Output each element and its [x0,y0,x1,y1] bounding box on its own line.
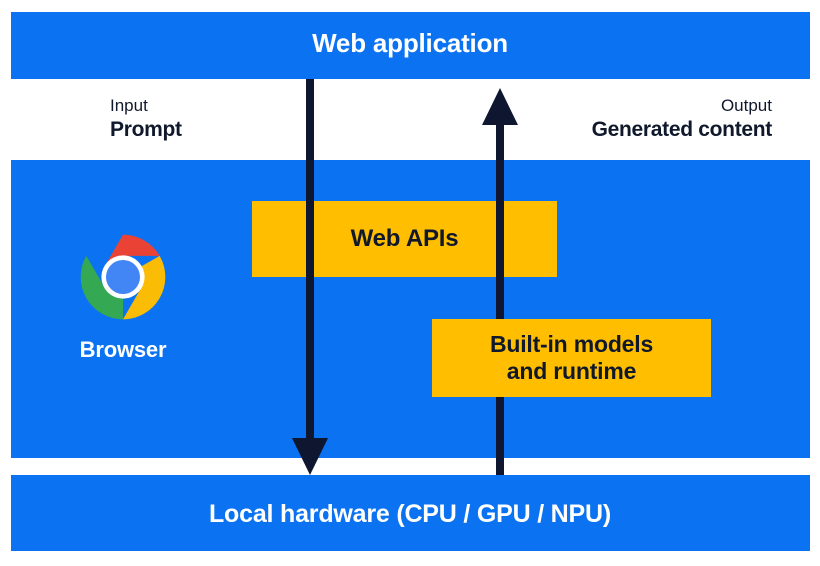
input-kicker: Input [110,96,148,115]
input-value: Prompt [110,117,182,141]
output-annotation: Output Generated content [591,96,773,142]
layer-web-application [11,12,810,79]
arrow-down-shaft [306,79,314,438]
output-kicker: Output [720,96,772,115]
arrow-down-icon [292,438,328,475]
browser-identity: Browser [77,231,169,363]
browser-label: Browser [79,337,167,362]
arrow-up-shaft [496,121,504,475]
box-built-in-line-2: and runtime [506,358,637,384]
chrome-logo-icon [80,234,166,320]
web-application-label: Web application [312,28,508,58]
layer-local-hardware [11,475,810,551]
local-hardware-label: Local hardware (CPU / GPU / NPU) [208,500,611,528]
box-built-in-models: Built-in models and runtime [432,319,711,397]
input-annotation: Input Prompt [110,96,182,142]
box-built-in-line-1: Built-in models [489,330,654,357]
output-value: Generated content [591,117,773,141]
box-web-apis: Web APIs [252,201,557,277]
arrow-up-icon [482,88,518,125]
